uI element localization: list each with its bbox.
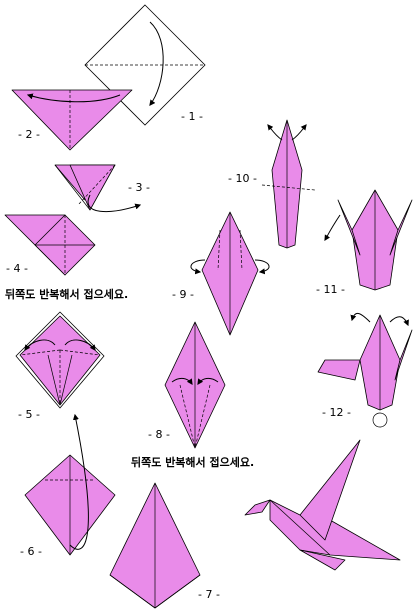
repeat-note-1: 뒤쪽도 반복해서 접으세요. (5, 287, 128, 301)
step-5-figure (15, 311, 105, 409)
step-9-label: - 9 - (172, 288, 194, 301)
step-6-figure (24, 413, 116, 556)
step-6-label: - 6 - (20, 545, 42, 558)
step-7-figure (109, 482, 201, 609)
step-8-figure (164, 321, 226, 449)
finished-crane (244, 439, 401, 571)
step-2-figure (11, 89, 133, 151)
repeat-note-2: 뒤쪽도 반복해서 접으세요. (131, 455, 254, 469)
step-4-label: - 4 - (6, 262, 28, 275)
step-2-label: - 2 - (18, 128, 40, 141)
step-12-figure (317, 313, 413, 428)
step-9-figure (190, 211, 270, 336)
step-3-figure (54, 164, 142, 213)
step-12-label: - 12 - (322, 406, 351, 419)
step-11-label: - 11 - (316, 283, 345, 296)
step-8-label: - 8 - (148, 428, 170, 441)
step-5-label: - 5 - (18, 408, 40, 421)
step-11-figure (324, 189, 413, 291)
step-1-label: - 1 - (181, 110, 203, 123)
step-3-label: - 3 - (128, 181, 150, 194)
step-7-label: - 7 - (198, 588, 220, 601)
step-4-figure (4, 214, 96, 276)
step-10-label: - 10 - (228, 172, 257, 185)
step-10-figure (261, 119, 316, 249)
